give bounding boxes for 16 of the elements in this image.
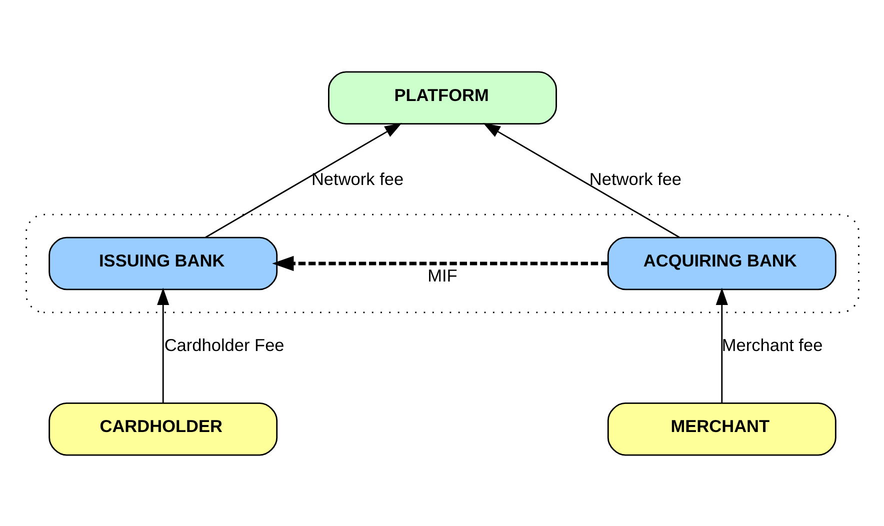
arrow (272, 255, 608, 271)
arrow (715, 287, 728, 402)
node-box: CARDHOLDER (48, 402, 278, 456)
edge-label: Network fee (588, 168, 682, 189)
node-box: ISSUING BANK (48, 236, 278, 290)
edge-label: Network fee (310, 168, 404, 189)
arrow (156, 287, 169, 402)
node-box: ACQUIRING BANK (606, 236, 836, 290)
node-box: PLATFORM (328, 70, 556, 124)
arrow (204, 122, 402, 238)
cluster (25, 213, 859, 313)
edge-label: MIF (427, 265, 457, 286)
node-box: MERCHANT (606, 402, 836, 456)
edge-label: Cardholder Fee (164, 334, 284, 354)
edge-label: Merchant fee (721, 334, 822, 354)
arrow (482, 122, 680, 238)
